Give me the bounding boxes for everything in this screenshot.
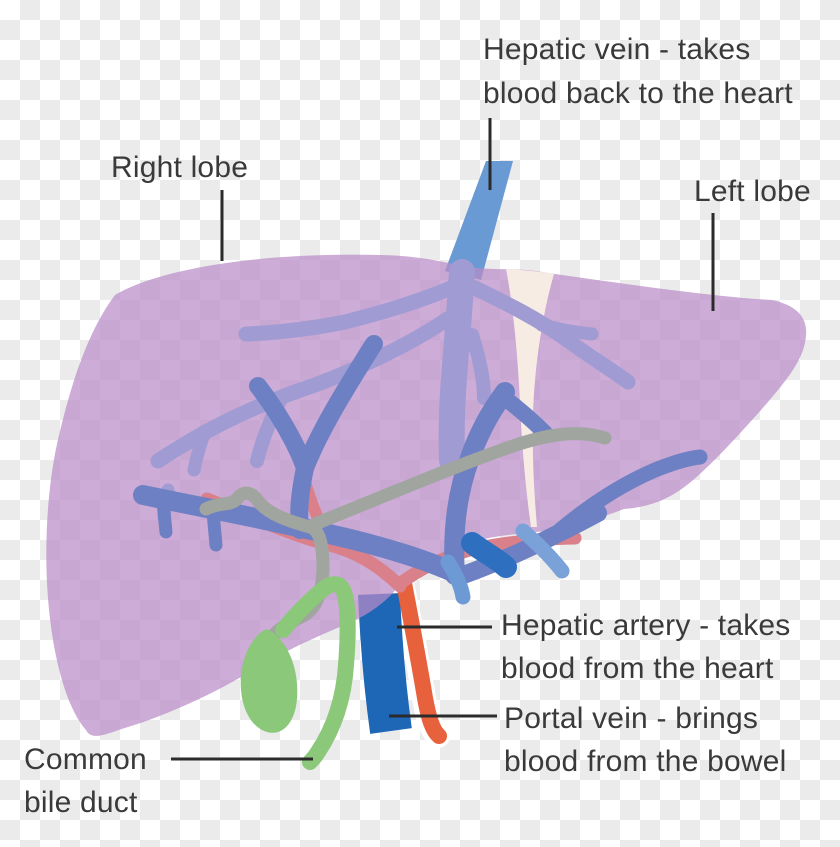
common-bile-duct-green: [240, 576, 356, 770]
portal-vein-trunk: [358, 593, 412, 734]
left-lobe-label: Left lobe: [694, 175, 811, 208]
hepatic-vein-trunk: [445, 161, 513, 280]
hepatic-vein-label: Hepatic vein - takes blood back to the h…: [483, 33, 793, 110]
hepatic-artery-trunk: [396, 575, 447, 744]
gallbladder: [240, 629, 298, 733]
hilum-vessel-tips: [440, 523, 570, 605]
hepatic-artery-label: Hepatic artery - takes blood from the he…: [501, 609, 791, 685]
right-lobe-label: Right lobe: [111, 151, 249, 184]
falciform-ligament: [506, 269, 554, 527]
leader-lines: [171, 118, 715, 761]
common-bile-duct-tube: [275, 576, 356, 770]
portal-vein-label: Portal vein - brings blood from the bowe…: [504, 702, 787, 778]
extrahepatic-vessels-under: [358, 161, 513, 748]
common-bile-duct-label: Common bile duct: [24, 743, 147, 819]
